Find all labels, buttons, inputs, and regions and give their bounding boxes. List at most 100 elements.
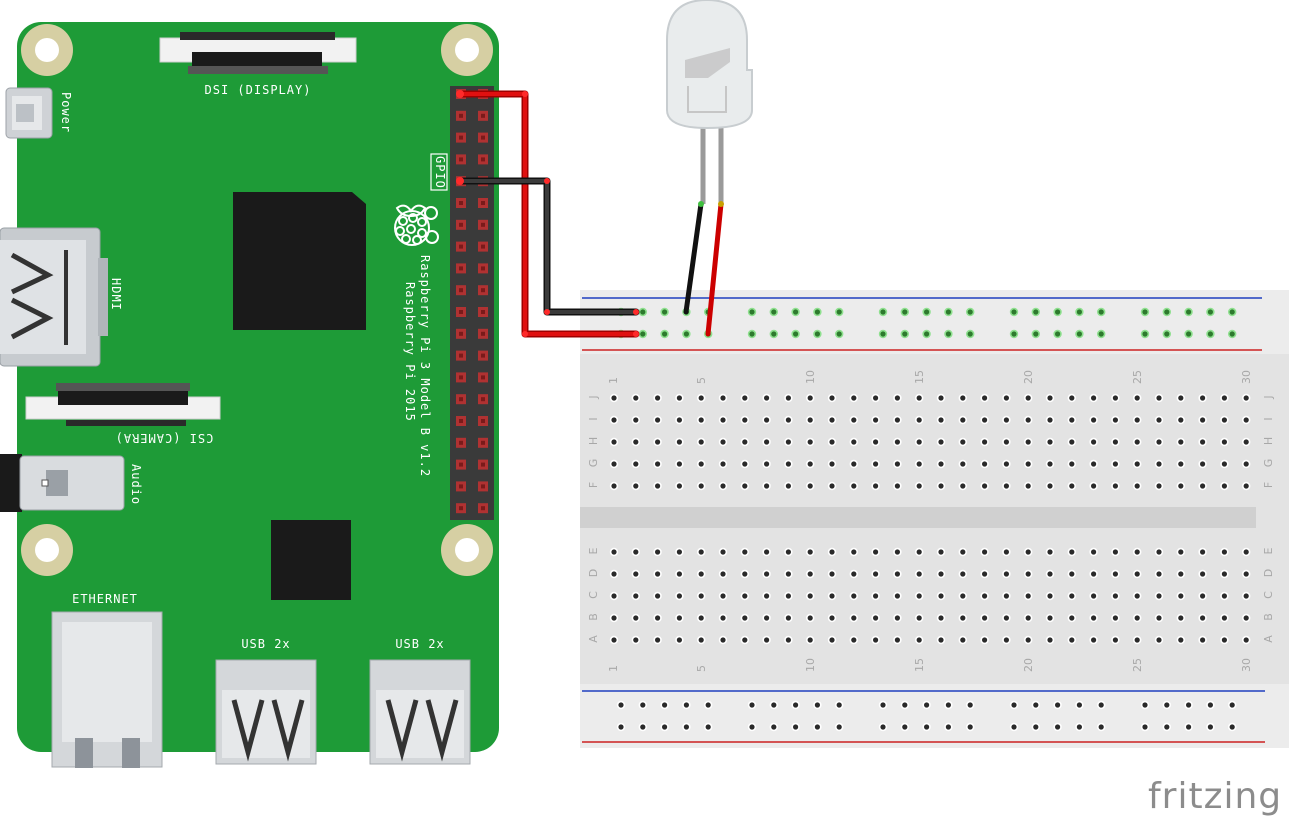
col-number-top-20: 20 [1022, 370, 1035, 384]
gpio-pin-core [459, 244, 463, 249]
breadboard-hole-core [829, 593, 835, 599]
breadboard-hole-core [1091, 615, 1097, 621]
breadboard-hole-core [1025, 439, 1031, 445]
gpio-pin-core [459, 157, 463, 162]
breadboard-hole-core [836, 331, 842, 337]
breadboard-hole-core [945, 702, 952, 708]
breadboard-hole-core [1055, 331, 1061, 337]
breadboard-hole-core [720, 593, 726, 599]
breadboard-hole-core [676, 417, 683, 423]
breadboard-hole-core [720, 483, 726, 489]
breadboard-hole-core [655, 571, 661, 577]
breadboard-hole-core [1025, 571, 1031, 577]
breadboard-hole-core [1069, 395, 1075, 401]
breadboard-hole-core [1142, 702, 1148, 708]
breadboard-hole-core [873, 439, 879, 445]
breadboard-hole-core [1112, 549, 1118, 555]
gpio-pin-core [459, 135, 463, 140]
breadboard-hole-core [1134, 461, 1140, 467]
led-anvil [685, 48, 730, 78]
breadboard-hole-core [785, 417, 792, 423]
breadboard-hole-core [916, 571, 922, 577]
breadboard-hole-core [1112, 637, 1118, 643]
breadboard-hole-core [1156, 483, 1162, 489]
gpio-pin-core [481, 244, 485, 249]
breadboard-hole-core [655, 483, 661, 489]
row-letter-left-e: E [587, 547, 600, 554]
bend-marker-3 [522, 331, 528, 337]
rail-endpoint-power [633, 331, 639, 337]
breadboard-hole-core [1178, 571, 1184, 577]
breadboard-hole-core [1164, 702, 1170, 708]
breadboard-hole-core [742, 549, 748, 555]
breadboard-hole-core [676, 439, 683, 445]
gpio-pin-core [481, 201, 485, 205]
breadboard-hole-core [1243, 417, 1249, 423]
row-letter-left-a: A [587, 635, 600, 643]
gpio-pin-core [481, 397, 485, 402]
breadboard-hole-core [1156, 439, 1162, 445]
breadboard-hole-core [720, 615, 726, 621]
breadboard-hole-core [880, 309, 886, 315]
breadboard-hole-core [1091, 593, 1097, 599]
breadboard-hole-core [655, 637, 661, 643]
breadboard-hole-core [1200, 439, 1206, 445]
breadboard-hole-core [742, 571, 748, 577]
breadboard-hole-core [938, 395, 944, 401]
breadboard-hole-core [916, 593, 922, 599]
breadboard-hole-core [1025, 417, 1031, 423]
breadboard-hole-core [880, 724, 886, 730]
hdmi-label: HDMI [109, 278, 123, 311]
breadboard-hole-core [1186, 309, 1192, 315]
breadboard-hole-core [1003, 417, 1010, 423]
breadboard-hole-core [655, 615, 661, 621]
gpio-pin-core [459, 506, 463, 511]
breadboard-hole-core [1047, 615, 1053, 621]
breadboard-hole-core [611, 417, 617, 423]
dsi-connector [159, 32, 357, 74]
breadboard-hole-core [894, 549, 901, 555]
gpio-header [450, 86, 494, 520]
breadboard-hole-core [1178, 593, 1184, 599]
breadboard-hole-core [785, 593, 792, 599]
breadboard-hole-core [698, 571, 704, 577]
breadboard-hole-core [764, 439, 770, 445]
breadboard-hole-core [720, 439, 726, 445]
breadboard-hole-core [749, 702, 755, 708]
breadboard-hole-core [1098, 309, 1104, 315]
breadboard-hole-core [1134, 615, 1140, 621]
breadboard-hole-core [749, 309, 755, 315]
breadboard-hole-core [720, 417, 726, 423]
breadboard-hole-core [1091, 483, 1097, 489]
breadboard-hole-core [982, 461, 988, 467]
breadboard-hole-core [1025, 461, 1031, 467]
gpio-pin-core [481, 440, 485, 445]
breadboard-hole-core [829, 461, 835, 467]
row-letter-right-c: C [1262, 591, 1275, 599]
gpio-pin-core [481, 113, 485, 118]
breadboard-hole-core [1003, 637, 1010, 643]
breadboard-hole-core [1200, 593, 1206, 599]
breadboard-hole-core [742, 483, 748, 489]
breadboard-hole-core [764, 395, 770, 401]
breadboard-hole-core [698, 615, 704, 621]
breadboard-hole-core [916, 439, 922, 445]
breadboard-hole-core [1091, 571, 1097, 577]
breadboard-hole-core [655, 461, 661, 467]
gpio-pin-core [481, 462, 485, 467]
usb-label-1: USB 2x [241, 637, 290, 651]
breadboard-hole-core [945, 724, 952, 730]
breadboard-hole-core [676, 593, 683, 599]
breadboard-hole-core [982, 549, 988, 555]
breadboard-hole-core [829, 571, 835, 577]
breadboard-hole-core [698, 637, 704, 643]
breadboard-hole-core [945, 331, 952, 337]
breadboard-hole-core [1025, 549, 1031, 555]
breadboard-hole-core [1112, 395, 1118, 401]
breadboard-hole-core [1076, 702, 1082, 708]
breadboard-hole-core [938, 417, 944, 423]
breadboard-hole-core [982, 593, 988, 599]
breadboard-hole-core [836, 309, 842, 315]
breadboard-hole-core [1134, 549, 1140, 555]
breadboard-hole-core [785, 549, 792, 555]
